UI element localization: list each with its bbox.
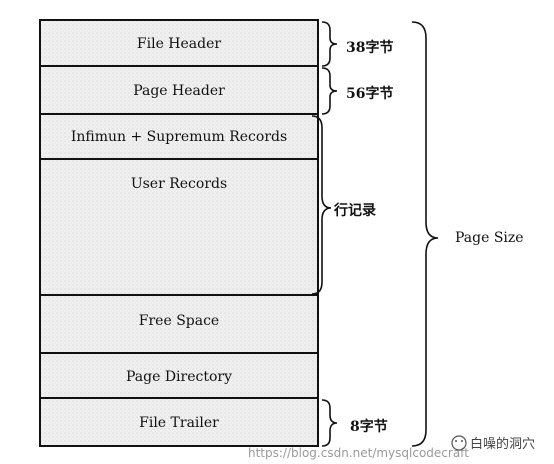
segment-user-records [39,158,319,296]
segment-page-directory [39,352,319,399]
label-file-header: File Header [137,36,221,52]
brace-file-header [321,21,338,67]
brace-row-records [311,115,332,295]
brace-page-header [321,67,338,115]
size-page-size: Page Size [455,230,524,246]
label-file-trailer: File Trailer [139,415,219,431]
label-page-directory: Page Directory [126,369,232,385]
watermark-brand: 白噪的洞穴 [470,436,535,452]
label-free-space: Free Space [139,313,219,329]
segment-file-header [39,19,319,67]
size-row-records: 行记录 [333,202,376,219]
size-page-header: 56字节 [346,85,393,102]
label-infimum-supremum: Infimun + Supremum Records [71,129,287,145]
label-user-records: User Records [131,176,227,192]
watermark-url: https://blog.csdn.net/mysqlcodecraft [248,446,469,460]
label-page-header: Page Header [133,83,225,99]
size-file-trailer: 8字节 [350,418,388,435]
segment-file-trailer [39,397,319,447]
segment-page-header [39,65,319,115]
brace-page-size [411,21,439,447]
brace-file-trailer [321,399,338,447]
watermark-logo-icon [451,435,467,451]
size-file-header: 38字节 [346,39,393,56]
